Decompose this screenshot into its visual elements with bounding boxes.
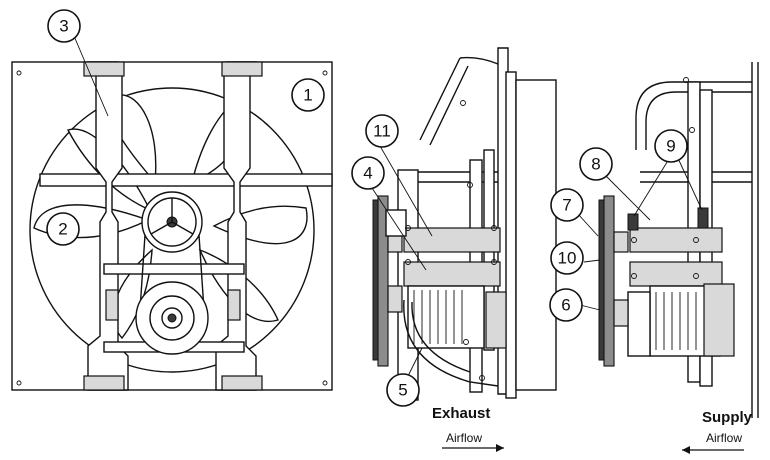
callout-1: 1 (291, 78, 325, 112)
exhaust-title: Exhaust (432, 405, 490, 422)
callout-3: 3 (47, 9, 81, 43)
svg-text:11: 11 (373, 122, 391, 141)
supply-title: Supply (702, 409, 753, 426)
callout-10: 10 (550, 241, 584, 275)
motor-bracket (103, 263, 245, 275)
supply-airflow-label: Airflow (706, 431, 742, 445)
callout-8: 8 (579, 147, 613, 181)
exhaust-caption: Exhaust Airflow (432, 405, 504, 452)
front-leaders (73, 35, 109, 117)
mounting-brackets (83, 61, 263, 391)
fan-housing-ring (29, 87, 315, 373)
supply-leaders (577, 153, 703, 311)
fan-panel (11, 61, 333, 391)
fan-pulley (141, 191, 203, 253)
callout-2: 2 (46, 212, 80, 246)
svg-text:5: 5 (398, 381, 407, 400)
supply-caption: Supply Airflow (682, 409, 753, 454)
svg-text:6: 6 (561, 296, 570, 315)
left-strut (86, 61, 129, 391)
arrow-right-icon (442, 444, 504, 452)
arrow-left-icon (682, 446, 744, 454)
callout-5: 5 (386, 373, 420, 407)
exhaust-side-view (371, 47, 557, 401)
callout-4: 4 (351, 156, 385, 190)
side-bolts (405, 100, 497, 381)
front-view (11, 35, 333, 391)
svg-text:1: 1 (303, 86, 312, 105)
supply-bolts (631, 237, 699, 279)
svg-text:8: 8 (591, 155, 600, 174)
callout-9: 9 (654, 129, 688, 163)
svg-text:10: 10 (558, 249, 577, 268)
exhaust-leaders (371, 145, 433, 377)
svg-text:9: 9 (666, 137, 675, 156)
cross-brace (39, 173, 333, 187)
motor-fins (413, 290, 463, 344)
callout-6: 6 (549, 288, 583, 322)
supply-side-view (577, 62, 759, 418)
motor-pulley (135, 281, 209, 355)
callout-7: 7 (550, 188, 584, 222)
callout-11: 11 (365, 114, 399, 148)
svg-text:4: 4 (363, 164, 372, 183)
exhaust-airflow-label: Airflow (446, 431, 482, 445)
panel-holes (16, 70, 328, 386)
svg-text:3: 3 (59, 17, 68, 36)
svg-text:7: 7 (562, 196, 571, 215)
svg-text:2: 2 (58, 220, 67, 239)
